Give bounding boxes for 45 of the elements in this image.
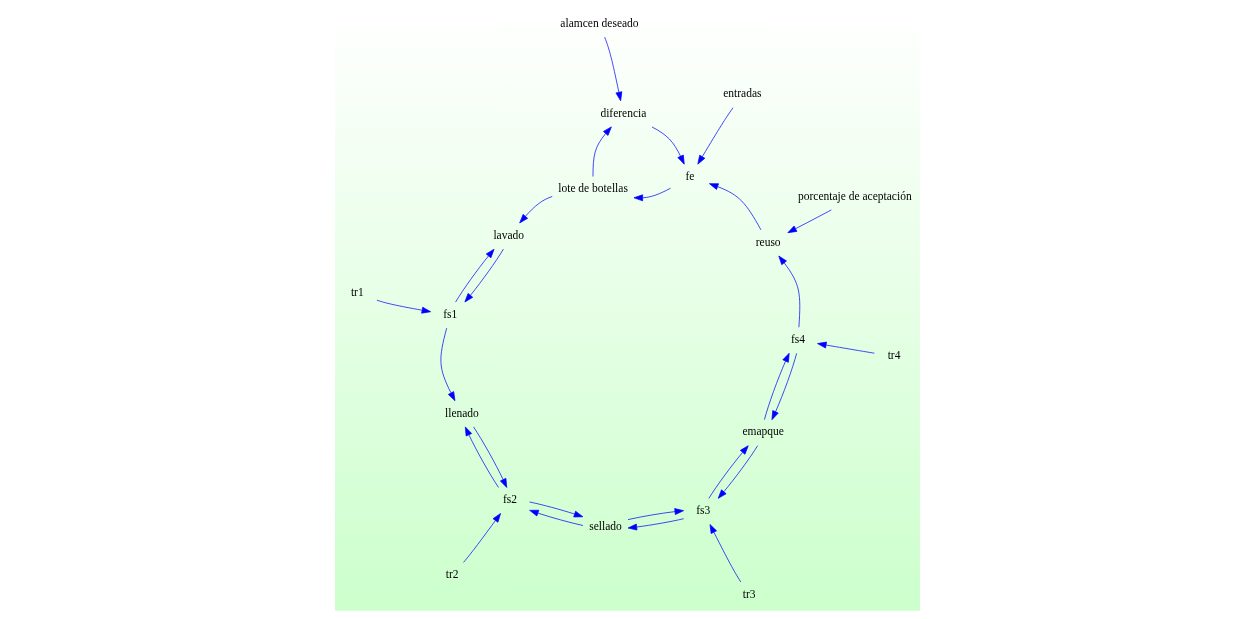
arrow: [464, 426, 499, 488]
arrow: [528, 501, 583, 518]
node-text: fs2: [502, 493, 517, 506]
node-text: tr2: [445, 568, 459, 581]
arrow: [651, 126, 685, 165]
arrow: [777, 255, 800, 328]
arrow: [771, 352, 797, 421]
arrow: [787, 209, 832, 234]
node-text: tr1: [350, 285, 364, 298]
arrow: [708, 445, 749, 499]
node-text: entradas: [722, 87, 762, 100]
node-text: llenado: [444, 406, 479, 419]
arrow: [528, 509, 583, 526]
arrow: [603, 36, 622, 102]
node-text: fe: [685, 170, 694, 183]
node-text: fs1: [442, 307, 457, 320]
arrow: [763, 352, 790, 420]
node-text: fs3: [695, 504, 710, 517]
node-text: emapque: [741, 425, 784, 438]
arrow: [454, 248, 494, 303]
arrow: [518, 196, 553, 224]
arrow: [440, 327, 455, 402]
arrow: [816, 341, 875, 354]
arrow: [592, 126, 612, 177]
arrow: [376, 299, 431, 314]
arrow: [717, 445, 758, 499]
node-text: alamcen deseado: [559, 16, 639, 29]
node-text: sellado: [588, 520, 622, 533]
node-text: lote de botellas: [557, 182, 628, 195]
node-text: fs4: [790, 332, 805, 345]
arrow: [472, 426, 507, 488]
node-text: reuso: [755, 235, 781, 248]
node-text: porcentaje de aceptación: [797, 189, 912, 202]
node-text: tr3: [742, 587, 756, 600]
arrow: [464, 248, 504, 303]
node-text: tr4: [887, 349, 900, 362]
arrow: [633, 187, 671, 202]
arrow: [708, 183, 761, 231]
arrow: [627, 518, 684, 531]
node-text: lavado: [492, 228, 524, 241]
arrow: [696, 107, 733, 165]
arrow: [462, 513, 501, 563]
arrow: [627, 508, 684, 520]
node-text: diferencia: [599, 106, 646, 119]
arrow: [709, 524, 741, 583]
